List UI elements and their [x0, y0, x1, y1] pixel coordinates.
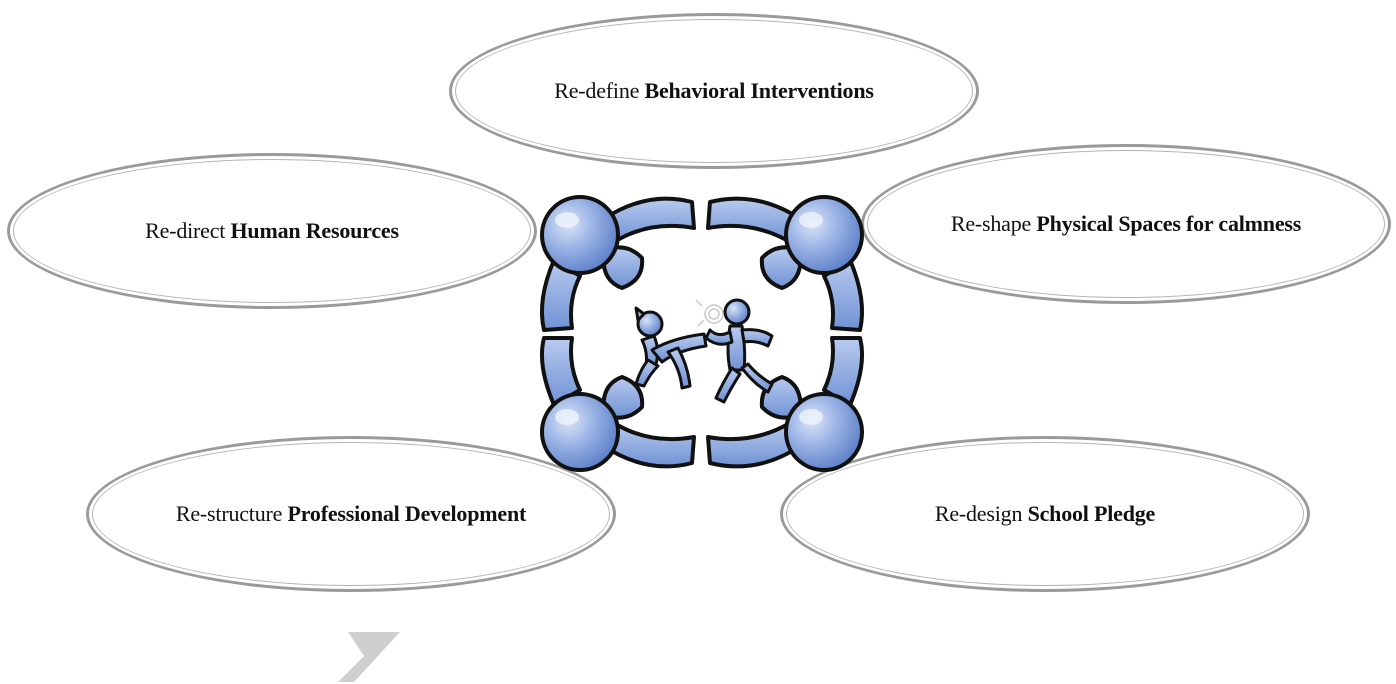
node-school-pledge: Re-design School Pledge	[780, 436, 1310, 592]
node-emphasis: Physical Spaces for calmness	[1036, 211, 1302, 236]
node-emphasis: Human Resources	[230, 218, 400, 243]
node-physical-spaces: Re-shape Physical Spaces for calmness	[861, 144, 1391, 304]
node-prefix: Re-direct	[145, 218, 231, 243]
group-circle-conflict-icon	[540, 195, 864, 472]
node-behavioral-interventions: Re-define Behavioral Interventions	[449, 13, 979, 169]
node-label: Re-structure Professional Development	[176, 501, 526, 527]
node-label: Re-shape Physical Spaces for calmness	[951, 211, 1301, 237]
node-human-resources: Re-direct Human Resources	[7, 153, 537, 309]
node-professional-development: Re-structure Professional Development	[86, 436, 616, 592]
node-prefix: Re-define	[554, 78, 645, 103]
node-label: Re-define Behavioral Interventions	[554, 78, 874, 104]
node-prefix: Re-design	[934, 501, 1028, 526]
node-emphasis: Behavioral Interventions	[644, 78, 874, 103]
node-label: Re-direct Human Resources	[145, 218, 399, 244]
node-prefix: Re-shape	[950, 211, 1037, 236]
node-emphasis: Professional Development	[287, 501, 527, 526]
gray-arrow-icon	[338, 632, 400, 682]
node-emphasis: School Pledge	[1027, 501, 1156, 526]
node-prefix: Re-structure	[175, 501, 288, 526]
node-label: Re-design School Pledge	[935, 501, 1155, 527]
